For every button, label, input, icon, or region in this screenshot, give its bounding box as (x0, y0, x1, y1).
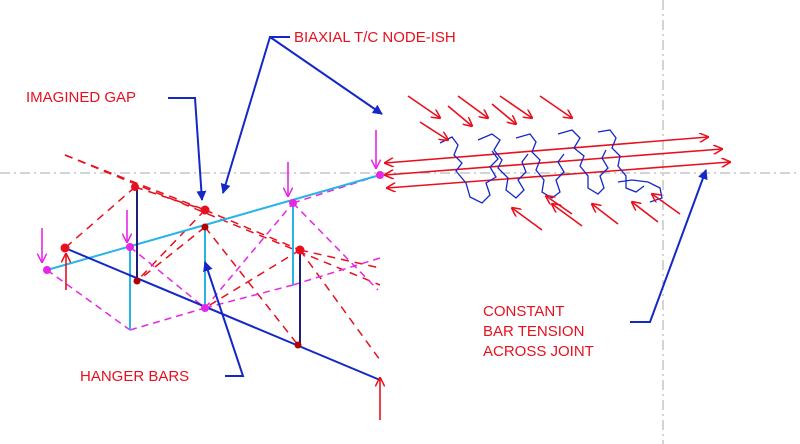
label-bar-tension: BAR TENSION (483, 323, 584, 340)
load-arrows (42, 130, 380, 420)
leader-arrows (168, 36, 708, 377)
blue-chord (64, 187, 381, 381)
nodes (43, 171, 384, 349)
bar-deformations (439, 129, 663, 204)
magenta-struts (46, 174, 381, 331)
label-biaxial: BIAXIAL T/C NODE-ISH (294, 29, 456, 46)
compression-struts (64, 154, 381, 361)
bar-tension-arrows (385, 137, 730, 188)
label-imagined-gap: IMAGINED GAP (26, 89, 136, 106)
label-across-joint: ACROSS JOINT (483, 343, 594, 360)
bond-arrows (407, 95, 681, 231)
label-constant: CONSTANT (483, 303, 564, 320)
label-hanger-bars: HANGER BARS (80, 368, 189, 385)
